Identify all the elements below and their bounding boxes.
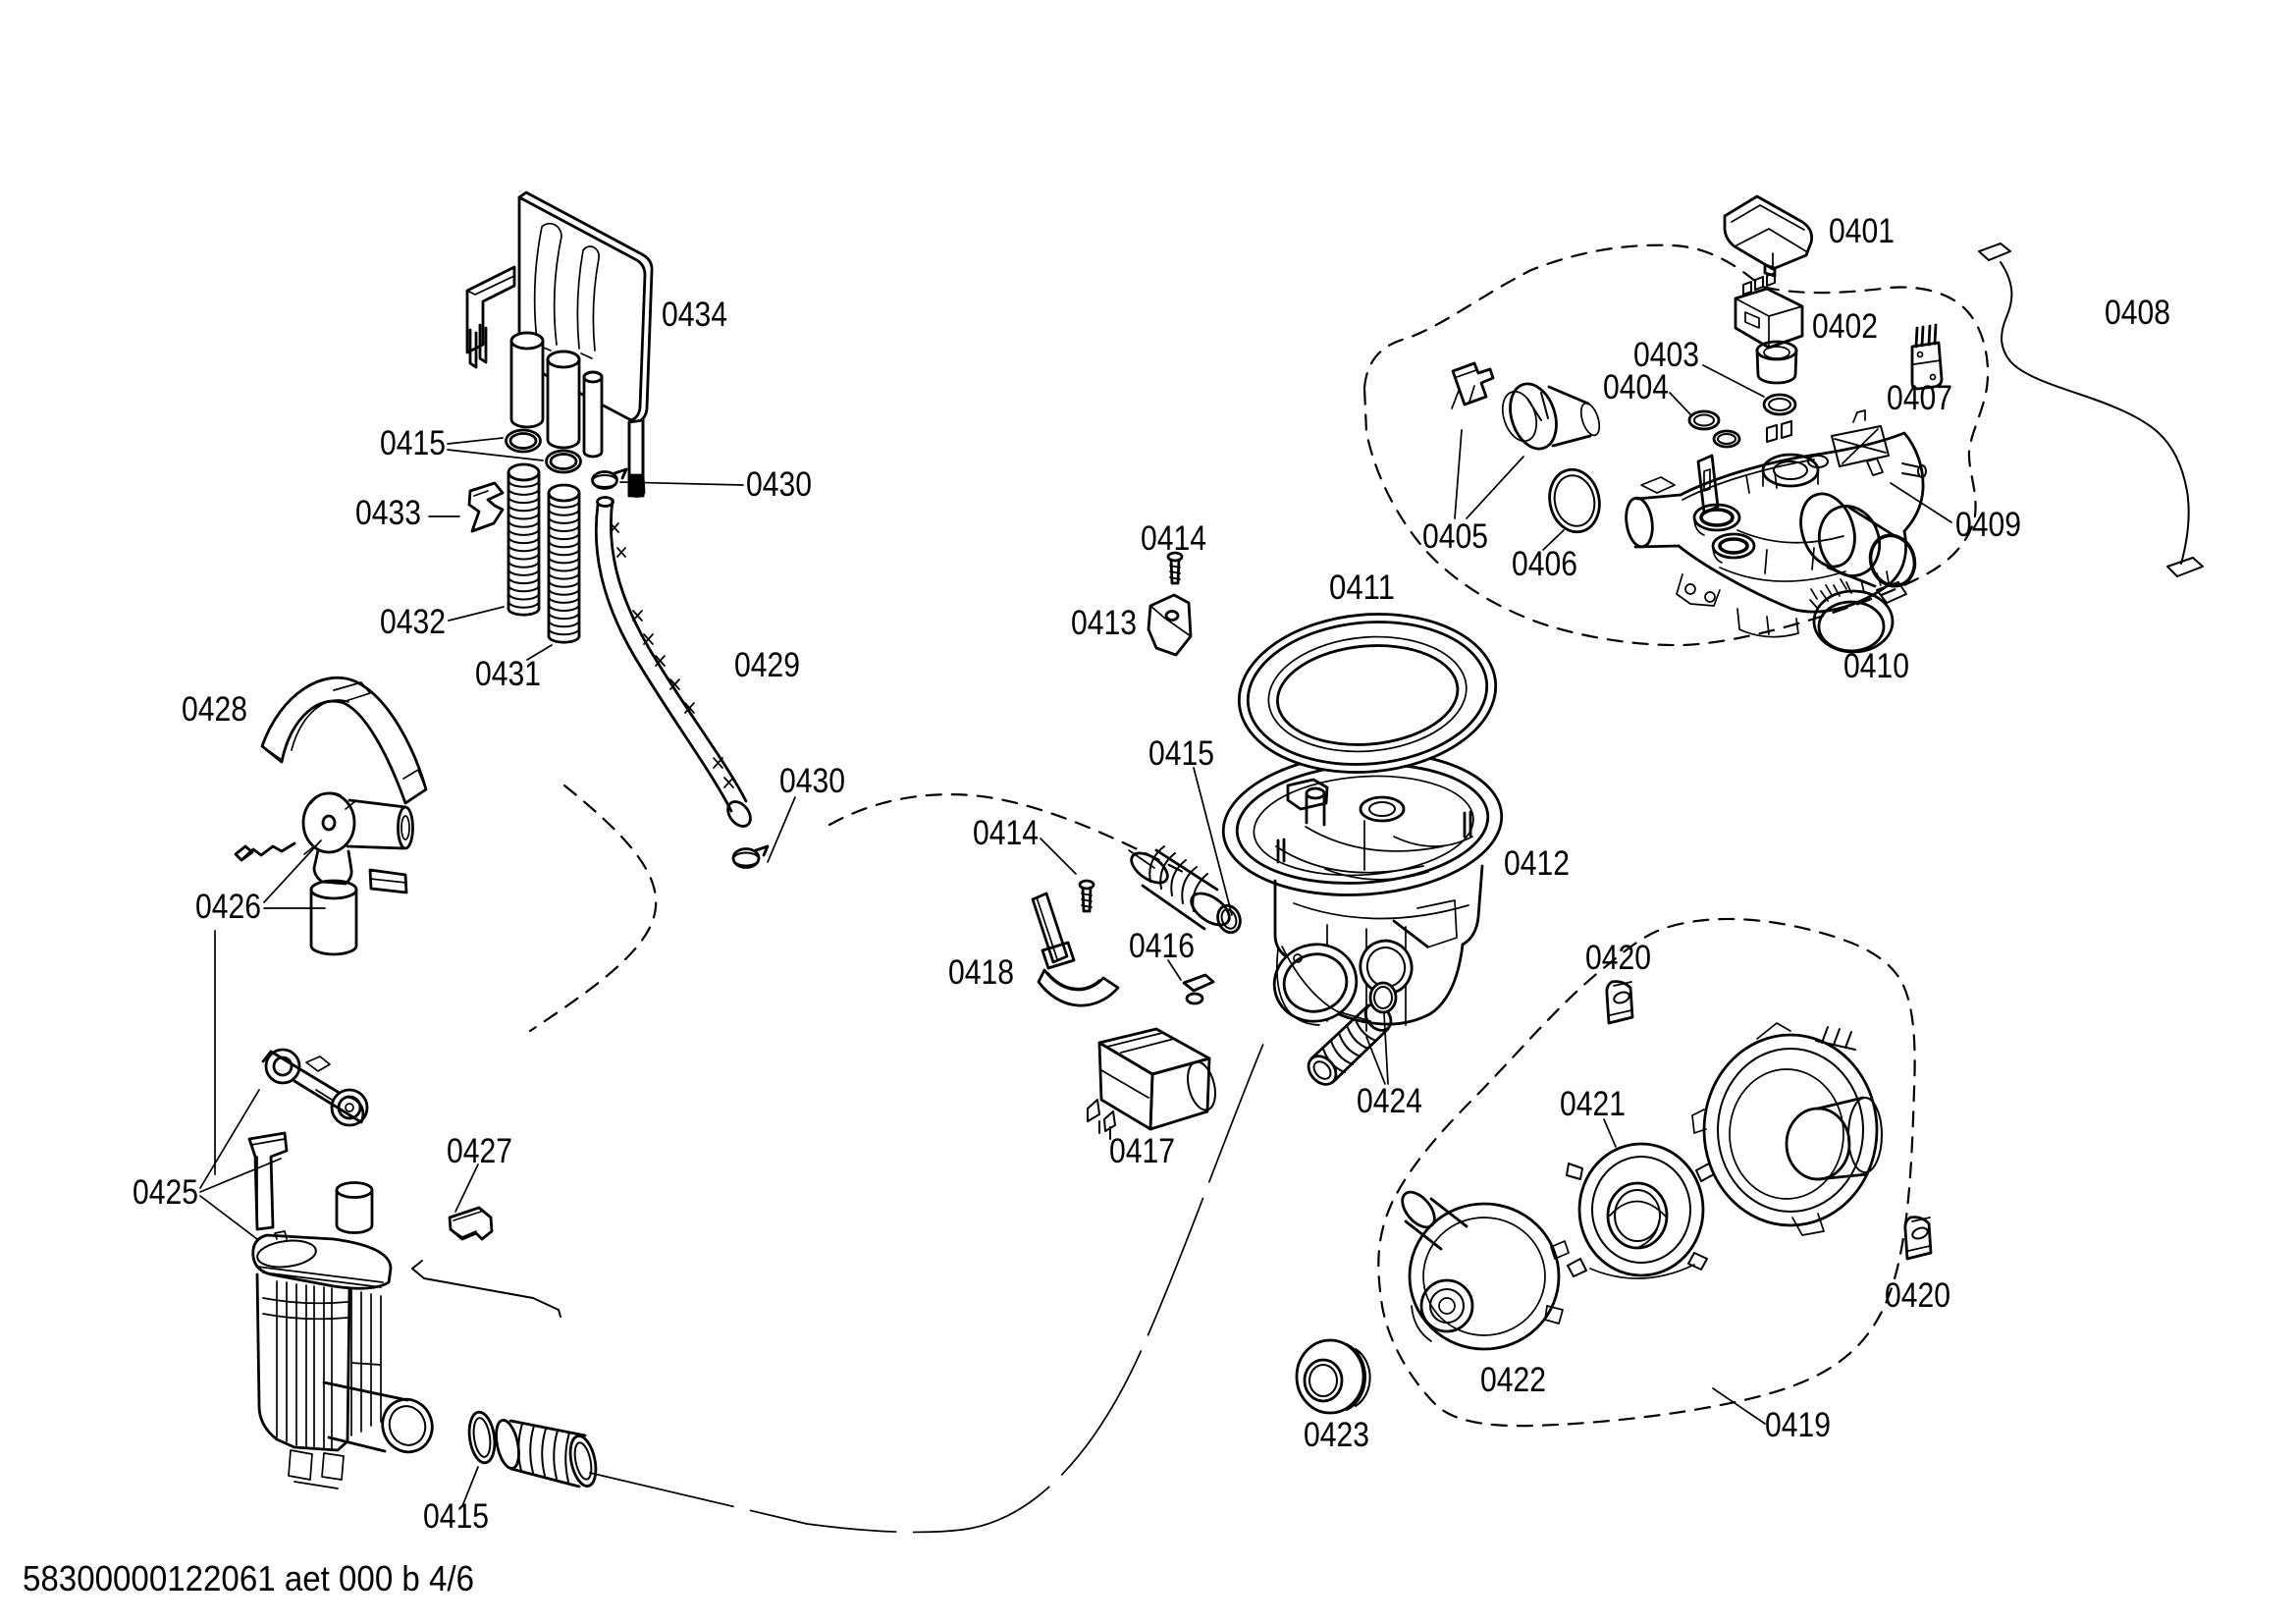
svg-text:0420: 0420 xyxy=(1885,1276,1950,1315)
svg-text:0430: 0430 xyxy=(746,465,812,504)
svg-text:0402: 0402 xyxy=(1812,307,1878,346)
svg-text:0418: 0418 xyxy=(948,953,1014,992)
svg-text:0426: 0426 xyxy=(195,888,261,926)
svg-text:0421: 0421 xyxy=(1560,1085,1626,1123)
svg-text:0431: 0431 xyxy=(475,655,541,693)
svg-text:0412: 0412 xyxy=(1504,844,1570,883)
svg-text:0403: 0403 xyxy=(1633,336,1699,374)
svg-text:0408: 0408 xyxy=(2105,294,2170,332)
svg-text:0420: 0420 xyxy=(1585,939,1651,977)
svg-text:0414: 0414 xyxy=(973,814,1039,852)
svg-text:0406: 0406 xyxy=(1512,545,1577,583)
svg-text:0415: 0415 xyxy=(1148,734,1214,773)
svg-text:0415: 0415 xyxy=(423,1497,489,1536)
svg-text:0417: 0417 xyxy=(1109,1132,1175,1170)
svg-text:0432: 0432 xyxy=(380,603,446,641)
svg-text:0425: 0425 xyxy=(133,1173,198,1212)
svg-text:0414: 0414 xyxy=(1141,519,1206,558)
svg-text:0401: 0401 xyxy=(1829,212,1895,250)
svg-text:0413: 0413 xyxy=(1071,604,1137,642)
svg-text:0411: 0411 xyxy=(1329,568,1395,607)
svg-text:58300000122061 aet 000 b 4/6: 58300000122061 aet 000 b 4/6 xyxy=(23,1558,474,1598)
svg-text:0428: 0428 xyxy=(182,690,247,729)
svg-text:0409: 0409 xyxy=(1955,506,2021,544)
svg-text:0415: 0415 xyxy=(380,424,446,462)
svg-text:0429: 0429 xyxy=(734,646,800,684)
svg-text:0424: 0424 xyxy=(1357,1082,1422,1120)
svg-text:0430: 0430 xyxy=(779,762,845,800)
svg-text:0410: 0410 xyxy=(1843,647,1909,685)
svg-text:0434: 0434 xyxy=(662,296,727,334)
svg-text:0433: 0433 xyxy=(355,494,421,532)
svg-text:0423: 0423 xyxy=(1304,1416,1369,1454)
svg-text:0419: 0419 xyxy=(1765,1406,1831,1444)
svg-text:0416: 0416 xyxy=(1129,927,1195,965)
svg-text:0427: 0427 xyxy=(447,1132,512,1170)
svg-text:0422: 0422 xyxy=(1480,1361,1546,1399)
svg-text:0407: 0407 xyxy=(1887,379,1952,417)
svg-text:0404: 0404 xyxy=(1603,368,1669,406)
svg-text:0405: 0405 xyxy=(1422,517,1488,556)
